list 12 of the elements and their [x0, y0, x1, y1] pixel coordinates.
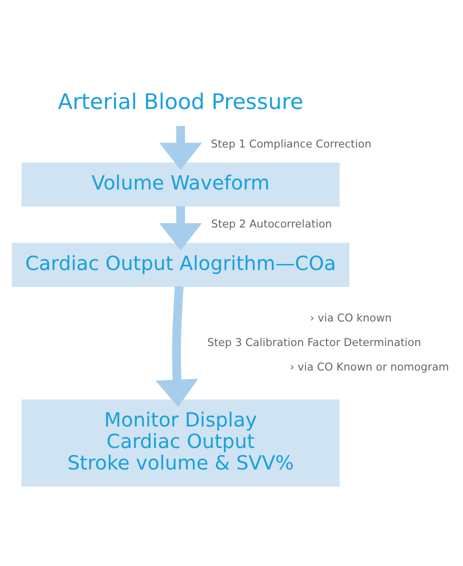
node-text: Arterial Blood Pressure [58, 89, 304, 114]
edge-label: Step 3 Calibration Factor Determination [207, 335, 422, 348]
arrow [156, 286, 198, 406]
node-box: Volume Waveform [22, 162, 340, 206]
node-box: Monitor Display Cardiac Output Stroke volume & SVV% [22, 398, 340, 486]
arrow [159, 206, 202, 250]
node-box: Cardiac Output Alogrithm—COa [12, 242, 350, 286]
edge-label: Step 2 Autocorrelation [211, 217, 332, 230]
edge-label: Step 1 Compliance Correction [210, 136, 372, 150]
arrow [159, 126, 202, 170]
label: › via CO known [310, 310, 392, 324]
label: › via CO Known or nomogram [290, 360, 450, 373]
